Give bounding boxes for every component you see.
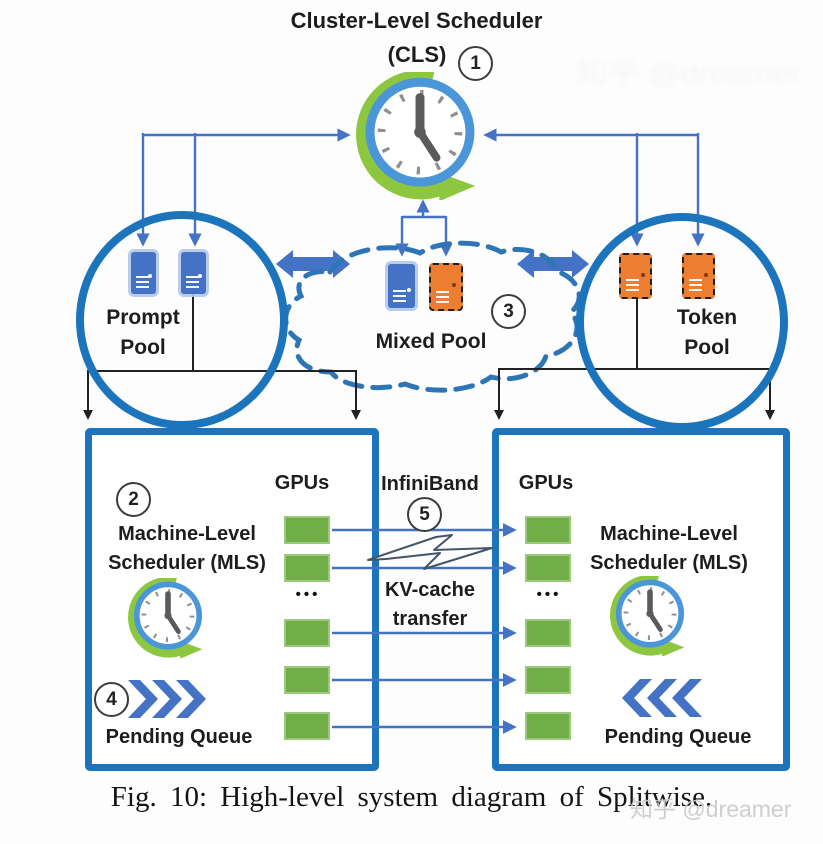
prompt-server-icon [181, 252, 206, 294]
gpu-square [284, 712, 330, 740]
token-server-icon [619, 253, 652, 299]
token-pool-label-1: Token [676, 306, 738, 329]
cls-subtitle: (CLS) [387, 42, 447, 67]
gpu-square [284, 619, 330, 647]
kv-cache-label-2: transfer [392, 608, 468, 630]
token-pool-label-2: Pool [684, 336, 730, 359]
left-mls-label-2: Scheduler (MLS) [108, 552, 266, 574]
step-badge-5: 5 [407, 497, 442, 532]
gpu-square [284, 666, 330, 694]
token-server-icon [682, 253, 715, 299]
step-badge-3: 3 [491, 294, 526, 329]
kv-cache-label-1: KV-cache [384, 579, 476, 601]
gpu-square [525, 554, 571, 582]
cls-clock-icon [356, 72, 476, 200]
gpu-square [525, 516, 571, 544]
gpu-ellipsis: ••• [295, 586, 321, 603]
infiniband-label: InfiniBand [381, 473, 479, 495]
left-mls-clock-icon [128, 578, 203, 658]
gpu-square [525, 712, 571, 740]
step-badge-2: 2 [116, 482, 151, 517]
gpu-square [525, 666, 571, 694]
step-badge-4: 4 [94, 682, 129, 717]
right-pending-queue-label: Pending Queue [604, 726, 752, 748]
lightning-icon [367, 534, 493, 570]
ghost-watermark: 知乎 @dreamer [575, 58, 802, 89]
mixed-token-server-icon [429, 263, 463, 311]
left-mls-label-1: Machine-Level [118, 523, 256, 545]
prompt-pool-label-2: Pool [120, 336, 166, 359]
right-mls-label-2: Scheduler (MLS) [590, 552, 748, 574]
left-gpus-label: GPUs [274, 472, 330, 494]
gpu-ellipsis: ••• [536, 586, 562, 603]
cls-title: Cluster-Level Scheduler [290, 8, 543, 33]
figure-caption: Fig. 10: High-level system diagram of Sp… [110, 781, 713, 813]
right-mls-label-1: Machine-Level [600, 523, 738, 545]
prompt-pool-label-1: Prompt [106, 306, 180, 329]
gpu-square [284, 516, 330, 544]
right-gpus-label: GPUs [518, 472, 574, 494]
prompt-server-icon [131, 252, 156, 294]
mixed-prompt-server-icon [388, 264, 415, 308]
gpu-square [284, 554, 330, 582]
gpu-square [525, 619, 571, 647]
left-pending-queue-label: Pending Queue [105, 726, 253, 748]
watermark: 知乎 @dreamer [630, 796, 792, 822]
step-badge-1: 1 [458, 46, 493, 81]
right-mls-clock-icon [610, 576, 685, 656]
mixed-pool-label: Mixed Pool [375, 330, 487, 353]
